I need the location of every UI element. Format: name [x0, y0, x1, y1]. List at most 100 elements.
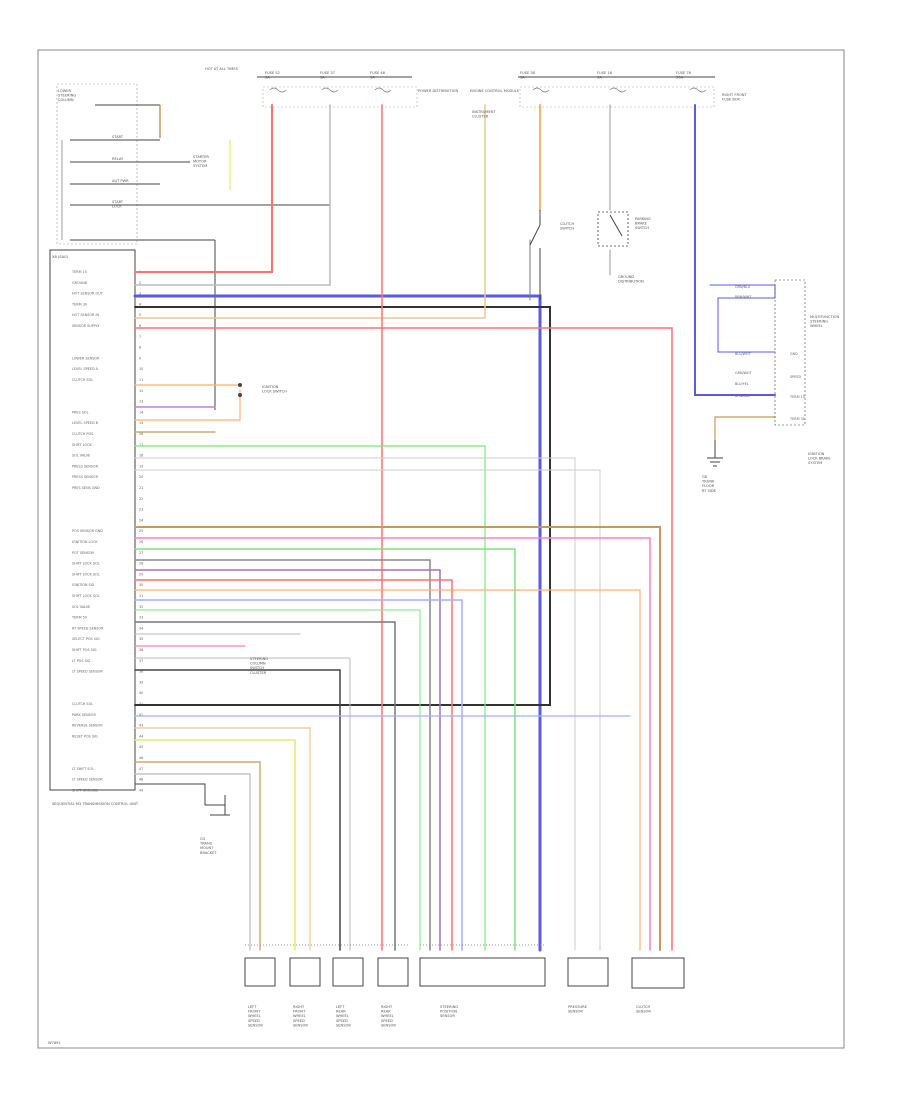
ecu-pin-number: 39 — [139, 680, 143, 684]
ecu-pin-number: 35 — [139, 637, 143, 641]
ecu-pin-number: 42 — [139, 713, 143, 717]
ecu-pin-number: 22 — [139, 497, 143, 501]
ecu-pin-label: LOWER SENSOR — [72, 356, 100, 360]
ecu-pin-number: 26 — [139, 540, 143, 544]
ecu-pin-number: 47 — [139, 767, 143, 771]
ecu-pin-number: 29 — [139, 572, 143, 576]
ecu-pin-label: SELECT POS SIG — [72, 637, 100, 641]
ecu-pin-label: POT SENSOR — [72, 551, 95, 555]
ecu-pin-number: 14 — [139, 410, 143, 414]
ecu-pin-label: SHIFT LOCK — [72, 443, 93, 447]
wire-red-term15 — [134, 104, 273, 273]
ecu-pin-label: RT SPEED SENSOR — [72, 626, 104, 630]
wire-gray-ground — [134, 104, 331, 286]
ecu-pin-label: RESET POS SIG — [72, 734, 98, 738]
ecu-pin-label: LEVEL SPEED B — [72, 421, 99, 425]
ecu-pin-number: 45 — [139, 745, 143, 749]
ecu-pin-number: 21 — [139, 486, 143, 490]
ecu-pin-number: 48 — [139, 778, 143, 782]
ecu-pin-number: 5 — [139, 313, 141, 317]
ecu-pin-label: REVERSE SENSOR — [72, 724, 103, 728]
wire-green-sol — [134, 445, 486, 951]
ecu-pin-number: 12 — [139, 389, 143, 393]
ecu-pin-label: PRESS SENSOR — [72, 475, 99, 479]
ecu-pin-number: 13 — [139, 400, 143, 404]
ecu-pin-number: 25 — [139, 529, 143, 533]
ecu-pin-number: 16 — [139, 432, 143, 436]
ecu-pin-number: 15 — [139, 421, 143, 425]
ecu-pin-label: LT SPEED SENSOR — [72, 670, 103, 674]
ecu-pin-number: 49 — [139, 788, 143, 792]
ecu-pin-number: 10 — [139, 367, 143, 371]
wire-blue-right-box — [709, 284, 776, 353]
ecu-pin-number: 40 — [139, 691, 143, 695]
mfsw-speed-label: SPEED — [790, 375, 801, 379]
wire-light-blue-sol — [134, 599, 463, 951]
ecu-pin-label: HOT SENSOR OUT — [72, 292, 104, 296]
ecu-pin-label: SHIFT LOCK SOL — [72, 594, 100, 598]
ecu-pin-number: 32 — [139, 605, 143, 609]
wire-brown-lt-shift — [134, 761, 261, 951]
wire-black-term30 — [134, 306, 551, 706]
ecm-box-label: ENGINE CONTROL MODULE — [470, 89, 520, 93]
mfsw-pin-1: GRN/BLU — [735, 285, 751, 289]
wire-gray-press — [134, 457, 576, 951]
wire-red-sensor-supply — [134, 327, 673, 951]
wire-blue-hot-sensor — [133, 294, 542, 952]
mfsw-term15-label: TERM 15 — [789, 395, 805, 399]
ecu-pin-label: SHIFT LOCK SOL — [72, 572, 100, 576]
power-distribution-label: POWER DISTRIBUTION — [418, 89, 458, 93]
ecu-pin-number: 24 — [139, 518, 143, 522]
wire-violet-shift2 — [134, 569, 441, 951]
wire-gray-press2 — [134, 469, 601, 951]
ecu-pin-number: 20 — [139, 475, 143, 479]
wire-gray-lt-pos — [134, 657, 351, 951]
wire-green-term50 — [134, 609, 421, 951]
ecu-pin-number: 6 — [139, 324, 141, 328]
wire-tan-reverse — [134, 727, 311, 951]
ecu-pin-number: 43 — [139, 724, 143, 728]
ecu-pin-number: 18 — [139, 454, 143, 458]
ecu-pin-label: TERM 50 — [71, 616, 87, 620]
aut-pwr-label: AUT PWR — [112, 179, 129, 183]
wire-gray-lt-speed2 — [134, 773, 251, 951]
ecu-pin-number: 3 — [139, 292, 141, 296]
relay-label: RELAY — [112, 157, 124, 161]
diagram-frame — [37, 49, 845, 1049]
wire-orange-level-b — [134, 389, 241, 421]
wire-harness — [133, 104, 776, 952]
wire-gray-shift1 — [134, 559, 431, 951]
ecu-pin-label: SHIFT LOCK SOL — [72, 562, 100, 566]
ecu-pin-number: 2 — [139, 281, 141, 285]
ecu-pin-number: 46 — [139, 756, 143, 760]
ecu-pin-label: SOL VALVE — [72, 605, 90, 609]
rf-sensor-box — [289, 957, 321, 987]
ecu-pin-label: SENSOR SUPPLY — [72, 324, 100, 328]
ecu-pin-number: 23 — [139, 508, 143, 512]
ecu-pin-label: PRESS SENSOR — [72, 464, 99, 468]
wire-black-lt-speed — [134, 669, 341, 951]
rr-sensor-box — [377, 957, 409, 987]
ecu-pin-label: PRES SOL — [72, 410, 89, 414]
mfsw-pin-2: BRN/WHT — [735, 295, 752, 299]
ecu-pin-label: CLUTCH SOL — [72, 702, 93, 706]
ecu-pin-number: 30 — [139, 583, 143, 587]
ecu-pin-label: PRES SENS GND — [72, 486, 100, 490]
